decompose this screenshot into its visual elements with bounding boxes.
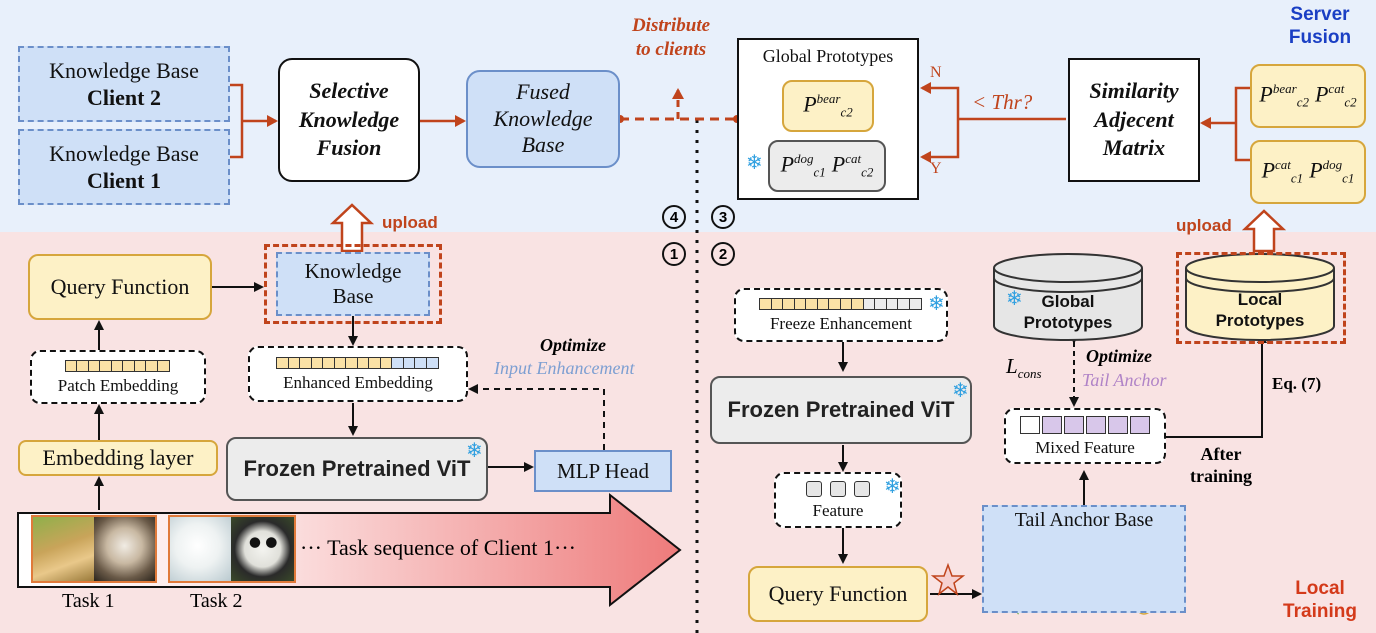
right-bot-a-class: cat bbox=[1275, 157, 1291, 173]
proto-cat-client: c2 bbox=[861, 164, 874, 180]
query-star-icon bbox=[930, 562, 966, 596]
dog-image bbox=[33, 517, 94, 581]
n-label: N bbox=[930, 64, 942, 81]
optimize-label-right: Optimize bbox=[1086, 346, 1152, 366]
knowledge-base-highlight bbox=[264, 244, 442, 324]
vit-left-snowflake-icon: ❄ bbox=[466, 440, 483, 462]
input-enhancement-label: Input Enhancement bbox=[494, 358, 635, 378]
eq7-label: Eq. (7) bbox=[1272, 374, 1322, 393]
l-cons-subscript: cons bbox=[1017, 366, 1042, 382]
freeze-enhancement-label: Freeze Enhancement bbox=[769, 314, 913, 333]
feature-label: Feature bbox=[812, 501, 864, 520]
global-prototypes-snowflake-icon: ❄ bbox=[1006, 288, 1023, 310]
right-top-b-class: cat bbox=[1328, 81, 1345, 97]
right-top-a-class: bear bbox=[1272, 81, 1297, 97]
proto-dog-client: c1 bbox=[813, 164, 826, 180]
selective-knowledge-fusion: Selective Knowledge Fusion bbox=[278, 58, 420, 182]
right-bot-b-class: dog bbox=[1322, 157, 1343, 173]
frozen-snowflake-icon: ❄ bbox=[746, 152, 763, 174]
right-bot-a-client: c1 bbox=[1290, 170, 1304, 186]
patch-embedding-tokens bbox=[64, 360, 170, 372]
knowledge-base-client-1: Knowledge Base Client 1 bbox=[18, 129, 230, 205]
tail-anchor-base: Tail Anchor Base bbox=[982, 505, 1186, 613]
kb-client2-name: Client 2 bbox=[87, 85, 161, 110]
l-cons-label: Lcons bbox=[1006, 354, 1042, 382]
enhanced-embedding-tokens bbox=[276, 357, 439, 369]
proto-dog-class: dog bbox=[794, 151, 814, 167]
similarity-adjacent-matrix: Similarity Adjecent Matrix bbox=[1068, 58, 1200, 182]
client-prototypes-top: Pbearc2 Pcatc2 bbox=[1250, 64, 1366, 128]
global-prototypes-cylinder bbox=[993, 253, 1143, 341]
kb-client2-title: Knowledge Base bbox=[49, 57, 199, 83]
local-prototypes-highlight bbox=[1176, 252, 1346, 344]
proto-bear-class: bear bbox=[816, 91, 841, 107]
global-prototypes-title: Global Prototypes bbox=[762, 46, 894, 66]
mixed-feature-label: Mixed Feature bbox=[1035, 438, 1135, 457]
task1-images bbox=[31, 515, 157, 583]
task-sequence-label: ··· Task sequence of Client 1··· bbox=[300, 535, 577, 560]
task2-images bbox=[168, 515, 296, 583]
task2-label: Task 2 bbox=[190, 590, 243, 612]
upload-label-right: upload bbox=[1176, 216, 1232, 235]
patch-embedding-label: Patch Embedding bbox=[57, 376, 179, 395]
enhanced-embedding: Enhanced Embedding bbox=[248, 346, 468, 402]
mixed-feature-cells bbox=[1020, 416, 1150, 434]
query-function-left: Query Function bbox=[28, 254, 212, 320]
after-training-label: After training bbox=[1190, 444, 1253, 486]
proto-bear-symbol: P bbox=[803, 91, 817, 117]
step-1: 1 bbox=[662, 242, 686, 266]
feature: Feature bbox=[774, 472, 902, 528]
mixed-feature: Mixed Feature bbox=[1004, 408, 1166, 464]
l-cons-symbol: L bbox=[1006, 354, 1018, 378]
upload-label-left: upload bbox=[382, 213, 438, 232]
freeze-enhancement: Freeze Enhancement bbox=[734, 288, 948, 342]
freeze-enhancement-tokens bbox=[759, 298, 922, 310]
fused-knowledge-base: Fused Knowledge Base bbox=[466, 70, 620, 168]
right-top-b-client: c2 bbox=[1344, 94, 1357, 110]
knowledge-base-local: Knowledge Base bbox=[276, 252, 430, 316]
frozen-pretrained-vit-left: Frozen Pretrained ViT bbox=[226, 437, 488, 501]
proto-bear-c2: Pbearc2 bbox=[782, 80, 874, 132]
tail-anchor-base-label: Tail Anchor Base bbox=[1014, 509, 1154, 531]
enhanced-embedding-label: Enhanced Embedding bbox=[283, 373, 433, 392]
freeze-enhancement-snowflake-icon: ❄ bbox=[928, 293, 945, 315]
cat-image bbox=[94, 517, 155, 581]
step-2: 2 bbox=[711, 242, 735, 266]
kb-client1-title: Knowledge Base bbox=[49, 140, 199, 166]
frozen-pretrained-vit-right: Frozen Pretrained ViT bbox=[710, 376, 972, 444]
server-fusion-label: Server Fusion bbox=[1288, 4, 1352, 48]
vit-right-snowflake-icon: ❄ bbox=[952, 380, 969, 402]
threshold-label: < Thr? bbox=[972, 90, 1033, 114]
proto-dog-symbol: P bbox=[780, 151, 795, 177]
local-prototypes-store: Local Prototypes bbox=[1215, 289, 1305, 330]
step-3: 3 bbox=[711, 205, 735, 229]
polar-bear-image bbox=[170, 517, 232, 581]
y-label: Y bbox=[930, 160, 942, 177]
step-4: 4 bbox=[662, 205, 686, 229]
global-prototypes-store: Global Prototypes bbox=[1023, 291, 1113, 332]
mlp-head: MLP Head bbox=[534, 450, 672, 492]
distribute-label: Distribute to clients bbox=[631, 15, 711, 60]
proto-bear-client: c2 bbox=[840, 104, 853, 120]
tail-anchor-label: Tail Anchor bbox=[1082, 370, 1167, 390]
proto-cat-symbol: P bbox=[831, 151, 846, 177]
feature-snowflake-icon: ❄ bbox=[884, 476, 901, 498]
client-prototypes-bottom: Pcatc1 Pdogc1 bbox=[1250, 140, 1366, 204]
feature-cells bbox=[806, 481, 870, 497]
kb-client1-name: Client 1 bbox=[87, 168, 161, 193]
patch-embedding: Patch Embedding bbox=[30, 350, 206, 404]
local-training-label: Local Training bbox=[1283, 578, 1357, 622]
knowledge-base-client-2: Knowledge Base Client 2 bbox=[18, 46, 230, 122]
right-top-a-client: c2 bbox=[1296, 94, 1309, 110]
task1-label: Task 1 bbox=[62, 590, 115, 612]
embedding-layer: Embedding layer bbox=[18, 440, 218, 476]
proto-cat-class: cat bbox=[845, 151, 862, 167]
right-bot-b-client: c1 bbox=[1342, 170, 1355, 186]
panda-image bbox=[231, 517, 294, 581]
query-function-right: Query Function bbox=[748, 566, 928, 622]
local-prototypes-cylinder bbox=[1185, 253, 1335, 341]
proto-frozen-group: Pdogc1 Pcatc2 bbox=[768, 140, 886, 192]
optimize-label-left: Optimize bbox=[540, 335, 606, 355]
